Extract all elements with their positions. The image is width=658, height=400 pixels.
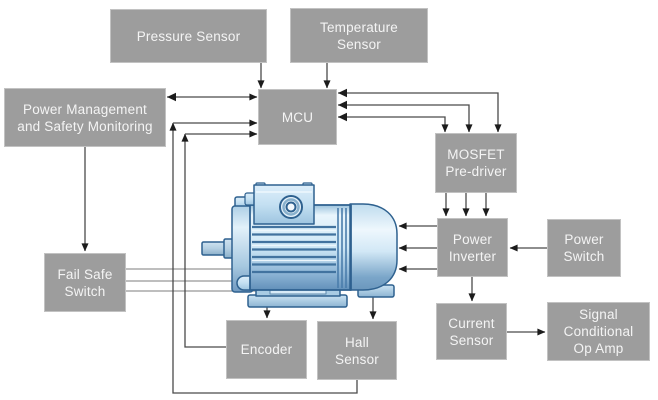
node-temperature-sensor: Temperature Sensor [290, 8, 428, 63]
node-power-management: Power Management and Safety Monitoring [4, 88, 166, 147]
motor-end-bell [349, 203, 398, 291]
node-label: Power Switch [563, 232, 605, 264]
connector-encoder-to-mcu-riser [181, 133, 226, 348]
node-encoder: Encoder [226, 320, 307, 379]
connector-mcu-mosfet-1 [338, 92, 502, 133]
node-label: Signal Conditional Op Amp [563, 307, 634, 356]
node-pressure-sensor: Pressure Sensor [110, 9, 267, 63]
node-mosfet-predriver: MOSFET Pre-driver [435, 133, 517, 193]
node-label: Power Management and Safety Monitoring [17, 101, 153, 134]
connector-mcu-mosfet-3 [338, 116, 449, 133]
motor-illustration [201, 182, 398, 308]
node-signal-conditional-op-amp: Signal Conditional Op Amp [547, 302, 650, 361]
motor-shaft [201, 241, 227, 256]
node-power-inverter: Power Inverter [437, 218, 508, 277]
node-label: Encoder [240, 342, 293, 357]
node-current-sensor: Current Sensor [436, 303, 507, 360]
node-label: Fail Safe Switch [57, 266, 113, 299]
connector-hall-to-mcu-riser [169, 122, 358, 394]
node-label: MOSFET Pre-driver [445, 147, 507, 179]
node-mcu: MCU [258, 89, 337, 145]
node-label: Power Inverter [448, 231, 497, 264]
motor-base-plate [247, 294, 348, 308]
node-label: Hall Sensor [335, 334, 379, 367]
node-label: Pressure Sensor [136, 28, 241, 44]
connector-mcu-mosfet-2 [338, 104, 473, 133]
node-power-switch: Power Switch [547, 219, 621, 277]
connectors [81, 63, 547, 394]
node-hall-sensor: Hall Sensor [317, 321, 397, 380]
node-fail-safe-switch: Fail Safe Switch [44, 253, 126, 312]
node-label: Current Sensor [448, 315, 495, 348]
node-label: Temperature Sensor [320, 19, 398, 52]
reverse-arrowheads [167, 88, 347, 122]
node-label: MCU [281, 109, 314, 125]
